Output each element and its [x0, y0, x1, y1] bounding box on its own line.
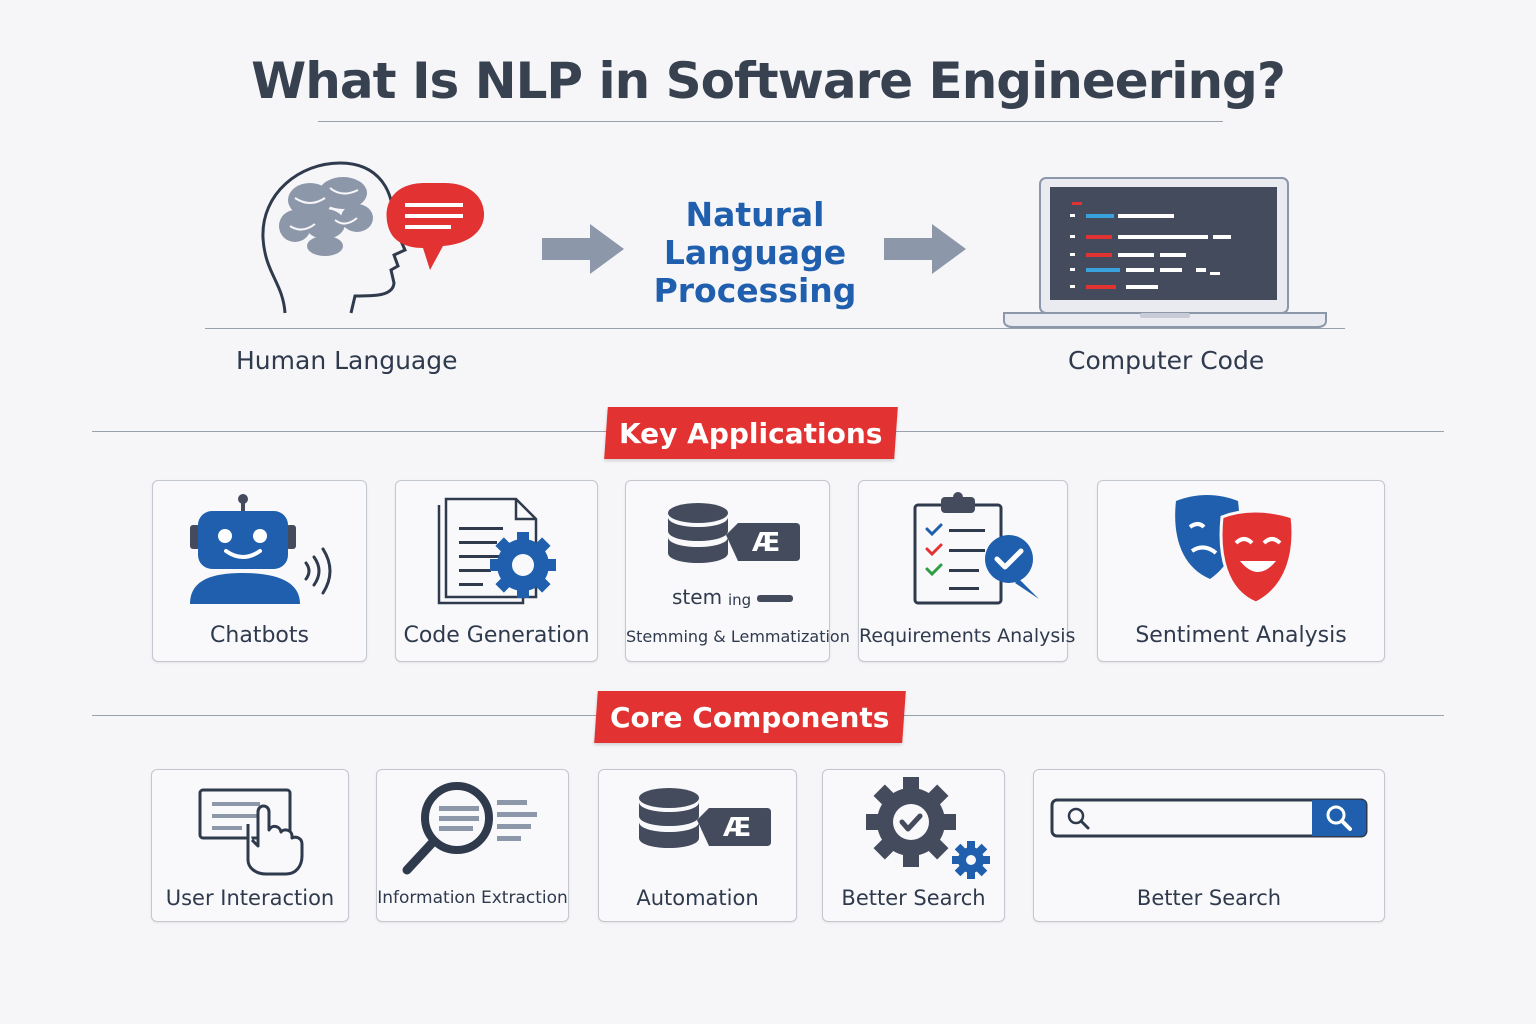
- nlp-label-line: Language: [663, 233, 847, 272]
- search-bar-icon: [1050, 798, 1368, 838]
- svg-text:Æ: Æ: [752, 528, 780, 558]
- svg-text:Æ: Æ: [723, 813, 751, 843]
- component-card-better-search-bar[interactable]: Better Search: [1033, 769, 1385, 922]
- arrow-right-icon: [884, 224, 966, 274]
- component-label: Better Search: [841, 886, 986, 910]
- component-label: Better Search: [1136, 886, 1282, 910]
- laptop-code-icon: [1003, 177, 1327, 328]
- key-applications-banner: Key Applications: [604, 407, 898, 459]
- application-label: Sentiment Analysis: [1135, 623, 1347, 648]
- theater-masks-icon: [1175, 495, 1295, 605]
- core-components-banner: Core Components: [594, 691, 906, 743]
- database-tag-icon: Æ: [639, 788, 771, 848]
- computer-code-caption: Computer Code: [1068, 346, 1265, 375]
- page-title: What Is NLP in Software Engineering?: [251, 52, 1286, 110]
- nlp-label-line: Processing: [653, 271, 857, 310]
- application-label: Requirements Analysis: [859, 625, 1076, 647]
- component-card-user-interaction[interactable]: User Interaction: [151, 769, 349, 922]
- application-card-requirements[interactable]: Requirements Analysis: [858, 480, 1076, 662]
- touch-screen-icon: [198, 788, 304, 876]
- component-label: Automation: [636, 886, 759, 910]
- component-label: Information Extraction: [377, 888, 568, 908]
- stem-text: stem: [672, 585, 723, 609]
- title-underline: [318, 121, 1223, 122]
- suffix-text: ing: [728, 591, 752, 609]
- nlp-label-line: Natural: [685, 195, 825, 234]
- database-stem-icon: Æ: [668, 503, 800, 563]
- document-gear-icon: [437, 497, 556, 605]
- component-card-better-search[interactable]: Better Search: [822, 769, 1005, 922]
- gear-check-icon: [866, 777, 990, 879]
- component-card-automation[interactable]: Æ Automation: [598, 769, 797, 922]
- robot-icon: [190, 494, 332, 604]
- application-label: Stemming & Lemmatization: [626, 627, 850, 646]
- application-card-stemming[interactable]: Æ stem ing Stemming & Lemmatization: [625, 480, 850, 662]
- application-card-code-generation[interactable]: Code Generation: [395, 480, 598, 662]
- application-label: Code Generation: [403, 623, 590, 648]
- application-label: Chatbots: [210, 623, 309, 648]
- human-language-caption: Human Language: [236, 346, 458, 375]
- application-card-chatbots[interactable]: Chatbots: [152, 480, 367, 662]
- magnifier-document-icon: [402, 782, 537, 875]
- human-head-icon: [261, 161, 485, 314]
- banner-label: Core Components: [610, 700, 890, 734]
- nlp-label: Natural Language Processing: [640, 196, 870, 310]
- suffix-bar: [757, 595, 793, 602]
- component-card-information-extraction[interactable]: Information Extraction: [376, 769, 569, 922]
- component-label: User Interaction: [165, 886, 335, 910]
- application-card-sentiment[interactable]: Sentiment Analysis: [1097, 480, 1385, 662]
- banner-label: Key Applications: [619, 416, 883, 450]
- flow-baseline: [205, 328, 1345, 329]
- clipboard-check-icon: [913, 492, 1039, 605]
- arrow-right-icon: [542, 224, 624, 274]
